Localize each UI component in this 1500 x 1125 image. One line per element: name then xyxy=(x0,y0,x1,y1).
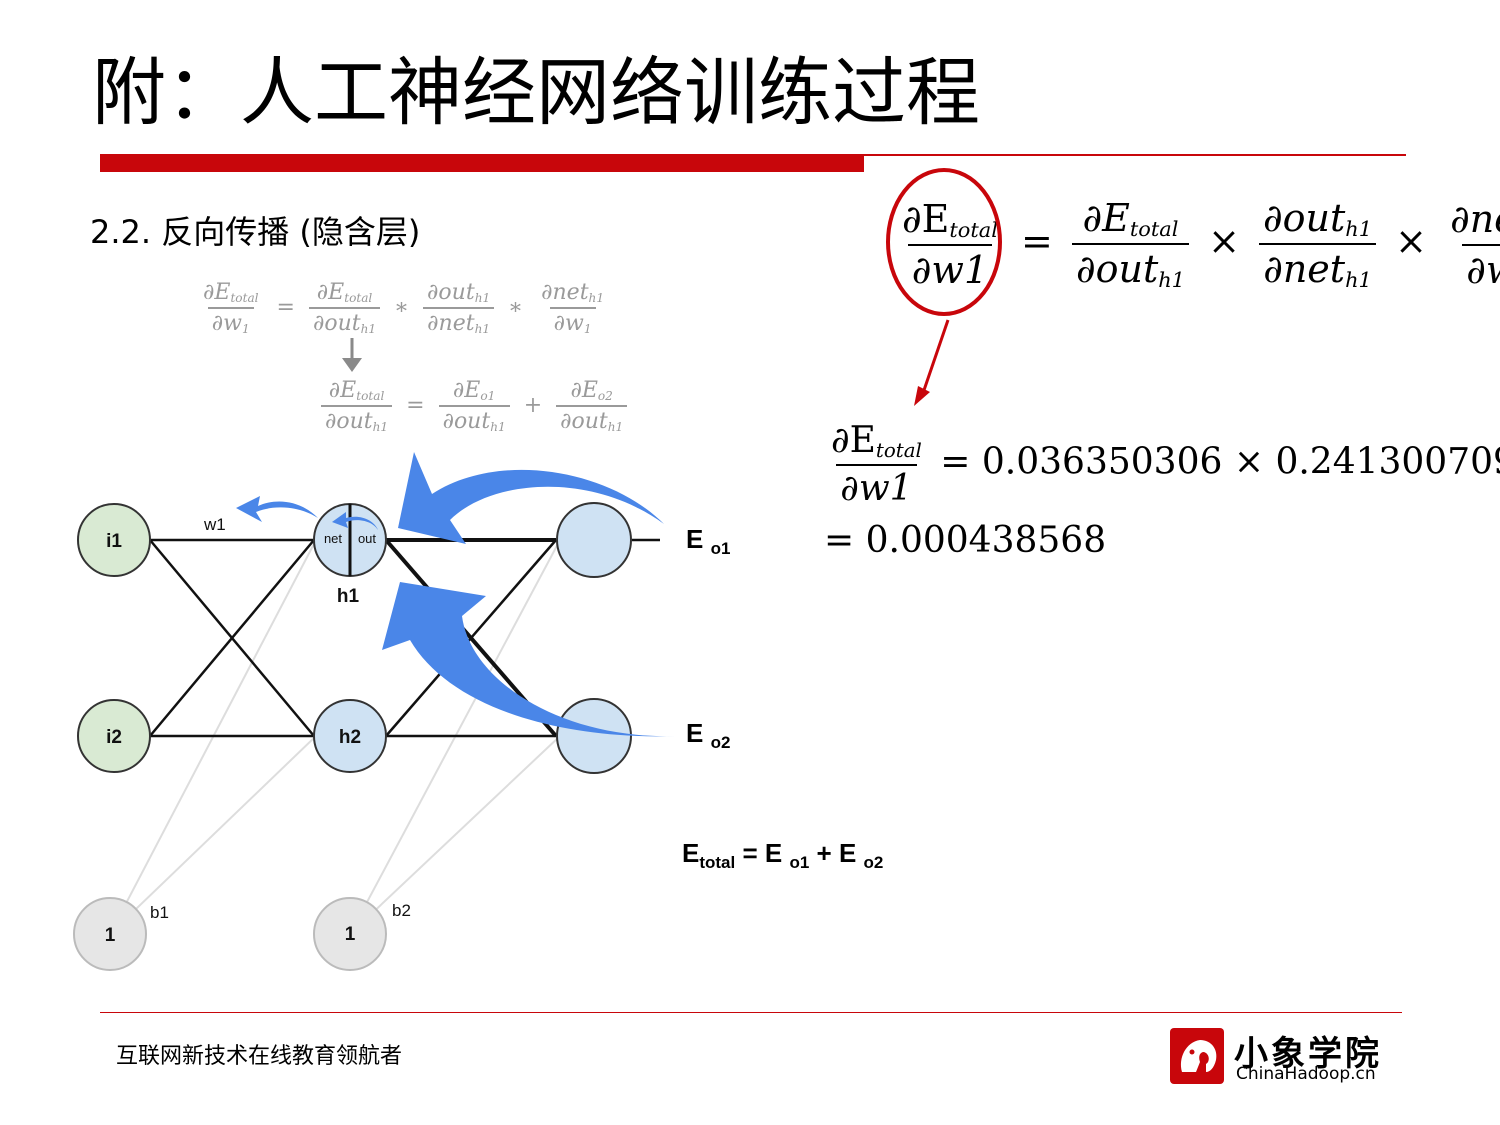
highlight-arrow-line xyxy=(920,319,950,397)
label-h2: h2 xyxy=(339,727,361,748)
node-i1 xyxy=(77,503,151,577)
node-o2 xyxy=(556,698,632,774)
result-line2: = 0.000438568 xyxy=(824,520,1107,561)
label-h1-net: net xyxy=(324,531,342,546)
error-o1-label: E o1 xyxy=(686,524,731,559)
error-total-equation: Etotal = E o1 + E o2 xyxy=(682,838,884,873)
label-w1: w1 xyxy=(203,515,226,534)
label-bias1: 1 xyxy=(105,925,116,946)
elephant-logo-icon xyxy=(1170,1028,1224,1084)
term3-fraction: ∂neth1 ∂w1 xyxy=(1446,197,1500,292)
lhs-fraction: ∂Etotal ∂w1 xyxy=(902,196,998,292)
label-b1: b1 xyxy=(150,903,169,922)
node-i2 xyxy=(77,699,151,773)
node-bias1 xyxy=(73,897,147,971)
down-arrow-icon xyxy=(342,338,362,372)
chain-rule-formula: ∂Etotal ∂w1 = ∂Etotal ∂outh1 × ∂outh1 ∂n… xyxy=(895,196,1500,292)
footer-slogan: 互联网新技术在线教育领航者 xyxy=(116,1044,403,1069)
label-i1: i1 xyxy=(106,531,122,552)
gray-error-sum-formula: ∂Etotal ∂outh1 = ∂Eo1 ∂outh1 + ∂Eo2 ∂out… xyxy=(318,378,630,434)
term2-fraction: ∂outh1 ∂neth1 xyxy=(1259,196,1376,292)
highlight-arrow-head xyxy=(914,386,930,406)
error-o2-label: E o2 xyxy=(686,718,731,753)
node-bias2 xyxy=(313,897,387,971)
label-i2: i2 xyxy=(106,727,122,748)
result-line1: = 0.036350306 × 0.241300709 × 0.05 xyxy=(940,441,1500,483)
result-formula: ∂Etotal ∂w1 = 0.036350306 × 0.241300709 … xyxy=(824,420,1500,509)
backprop-arrow-o2 xyxy=(382,582,678,737)
footer-divider xyxy=(100,1012,1402,1013)
label-h1: h1 xyxy=(337,586,360,607)
highlight-annotation xyxy=(886,168,1002,406)
title-underline-thick xyxy=(100,154,864,172)
title-underline-thin xyxy=(864,154,1406,156)
node-h2 xyxy=(313,699,387,773)
backprop-arrow-inner xyxy=(332,512,378,530)
term1-fraction: ∂Etotal ∂outh1 xyxy=(1071,196,1189,292)
backprop-arrow-o1 xyxy=(398,452,664,544)
backprop-arrow-w1 xyxy=(236,496,318,522)
section-subtitle: 2.2. 反向传播 (隐含层) xyxy=(90,213,421,251)
highlight-circle xyxy=(886,168,1002,316)
gray-chain-rule-formula: ∂Etotal ∂w1 = ∂Etotal ∂outh1 ∗ ∂outh1 ∂n… xyxy=(203,280,605,337)
slide-title: 附：人工神经网络训练过程 xyxy=(92,50,980,136)
node-o1 xyxy=(556,502,632,578)
label-b2: b2 xyxy=(392,901,411,920)
neural-network-diagram: i1 i2 h2 h1 1 1 net out w1 b1 b2 xyxy=(73,452,678,971)
logo-url: ChinaHadoop.cn xyxy=(1236,1064,1376,1084)
logo-name: 小象学院 xyxy=(1234,1034,1382,1074)
label-bias2: 1 xyxy=(345,924,356,945)
label-h1-out: out xyxy=(358,531,376,546)
